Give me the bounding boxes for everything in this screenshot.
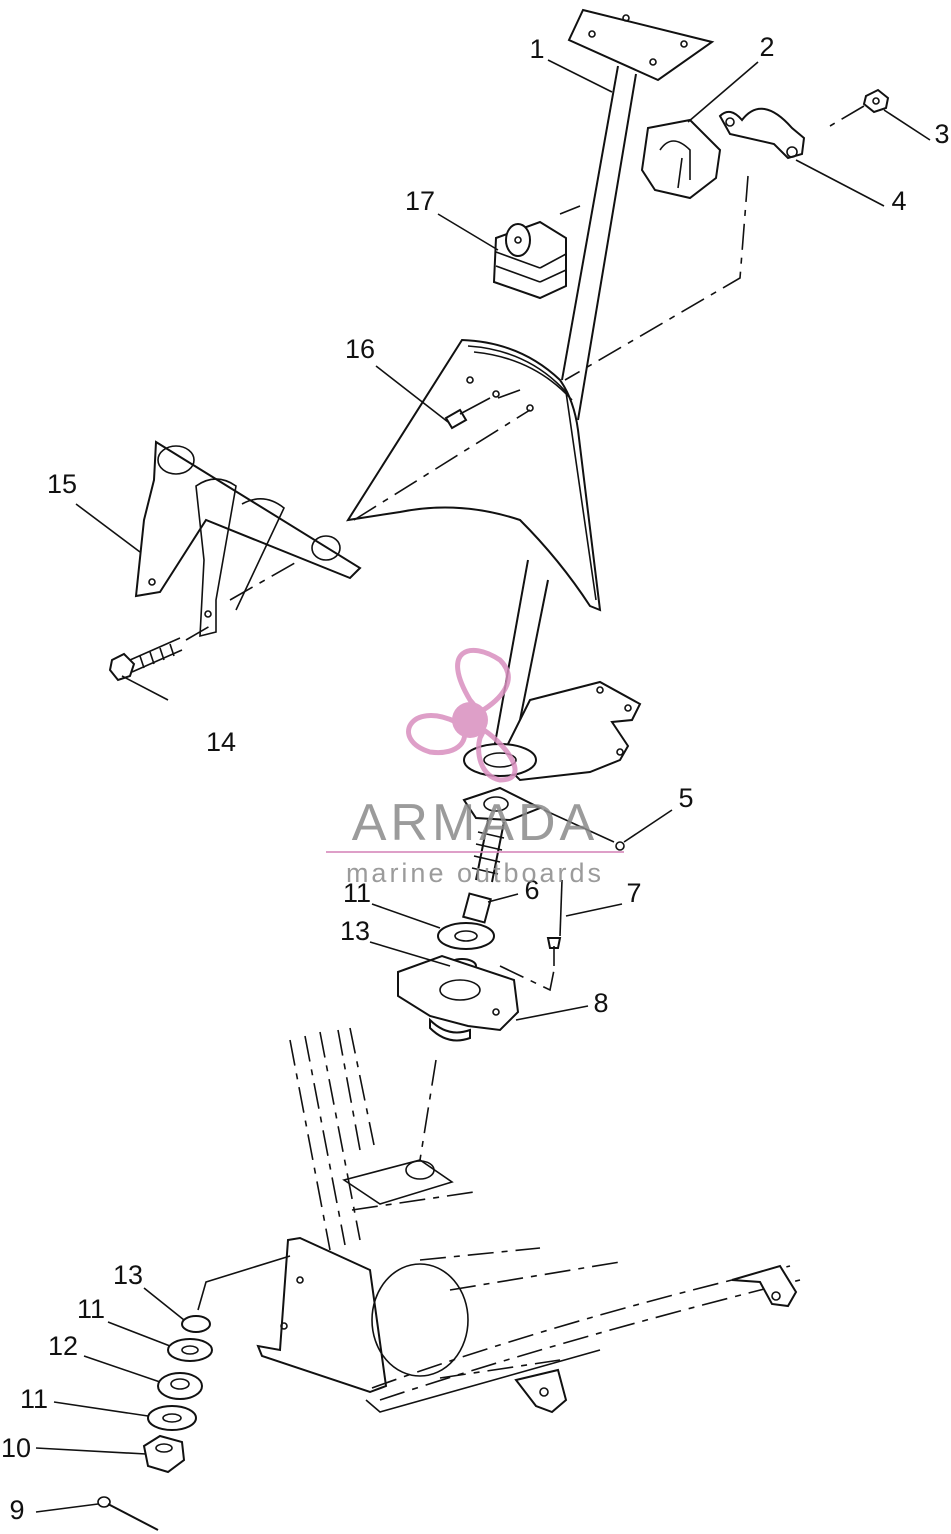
callout-11: 11 xyxy=(20,1384,48,1414)
block-part-8 xyxy=(397,954,520,1042)
callout-10: 10 xyxy=(1,1433,31,1463)
callout-14: 14 xyxy=(206,727,236,757)
screw-part-16 xyxy=(444,397,491,430)
collar-washer xyxy=(463,743,537,777)
nut-part-3 xyxy=(862,88,890,114)
nut-part-12 xyxy=(157,1372,203,1400)
armada-watermark: ARMADA marine outboards xyxy=(326,647,624,888)
watermark-brand: ARMADA xyxy=(352,794,598,852)
callout-5: 5 xyxy=(678,783,693,813)
callout-8: 8 xyxy=(593,988,608,1018)
cotter-pin-part-9 xyxy=(97,1496,159,1531)
callout-16: 16 xyxy=(345,334,375,364)
callout-2: 2 xyxy=(759,32,774,62)
clamp-part-2 xyxy=(640,118,722,200)
callout-11: 11 xyxy=(343,878,371,908)
callout-13: 13 xyxy=(113,1260,143,1290)
rubber-block-part-17 xyxy=(492,220,567,300)
hull-mount xyxy=(256,1027,801,1414)
dash-panel xyxy=(345,338,602,612)
watermark-tagline: marine outboards xyxy=(346,858,604,888)
propeller-logo xyxy=(406,647,518,783)
washer-part-11-b xyxy=(147,1405,197,1431)
callout-13: 13 xyxy=(340,916,370,946)
callout-15: 15 xyxy=(47,469,77,499)
clamp-part-4 xyxy=(718,107,806,160)
castle-nut-part-10 xyxy=(142,1434,186,1474)
callout-4: 4 xyxy=(891,186,906,216)
callout-12: 12 xyxy=(48,1331,78,1361)
callout-3: 3 xyxy=(934,119,949,149)
callout-9: 9 xyxy=(9,1495,24,1525)
u-joint-part-6 xyxy=(462,892,492,924)
oring-part-13-lower xyxy=(181,1315,211,1333)
bracket-part-15 xyxy=(134,440,362,638)
pin-part-5 xyxy=(543,809,615,843)
callout-7: 7 xyxy=(626,878,641,908)
callout-6: 6 xyxy=(524,875,539,905)
collar-bracket xyxy=(462,786,543,822)
callout-1: 1 xyxy=(529,34,544,64)
washer-part-11-a xyxy=(167,1338,213,1362)
washer-part-11-upper xyxy=(437,922,495,950)
screw-part-7 xyxy=(546,937,562,949)
bolt-part-14 xyxy=(108,637,183,682)
callout-17: 17 xyxy=(405,186,435,216)
callout-11: 11 xyxy=(77,1294,105,1324)
leader-lines xyxy=(35,59,931,1513)
